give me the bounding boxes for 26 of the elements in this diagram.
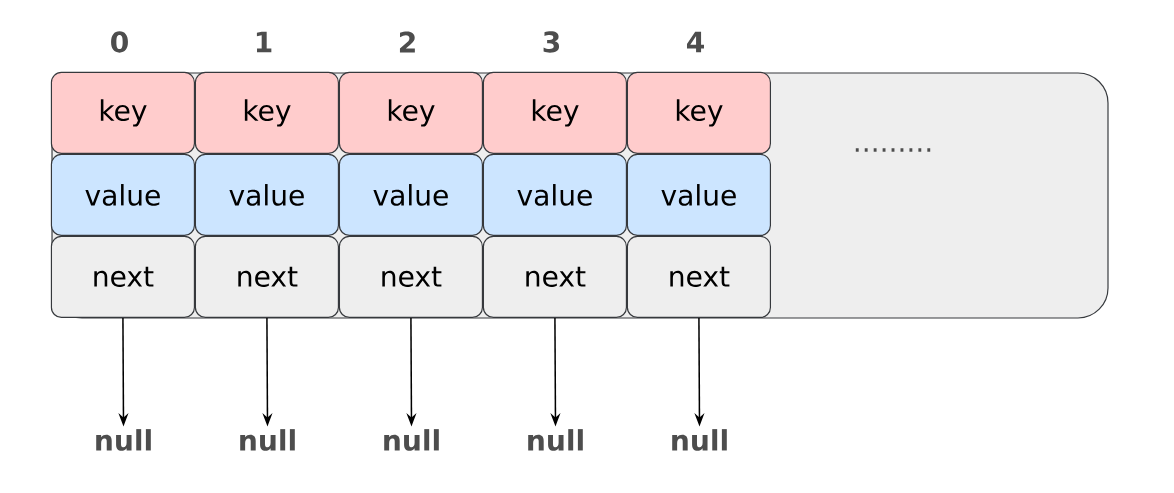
ellipsis-text: ......... <box>855 148 931 152</box>
next-cell: next <box>194 235 339 318</box>
key-cell: key <box>482 71 627 154</box>
key-cell: key <box>338 71 483 154</box>
null-text: null <box>528 429 583 451</box>
index-number: 4 <box>687 31 704 53</box>
index-number: 2 <box>399 31 415 53</box>
value-cell: value <box>338 153 483 236</box>
null-text: null <box>96 429 151 451</box>
value-cell: value <box>50 153 195 236</box>
null-text: null <box>672 429 727 451</box>
null-text: null <box>240 429 295 451</box>
index-number: 0 <box>111 31 128 53</box>
next-cell: next <box>482 235 627 318</box>
key-cell: key <box>50 71 195 154</box>
null-text: null <box>384 429 439 451</box>
value-cell: value <box>482 153 627 236</box>
next-cell: next <box>338 235 483 318</box>
next-cell: next <box>626 235 771 318</box>
index-number: 3 <box>543 31 560 53</box>
key-cell: key <box>194 71 339 154</box>
value-cell: value <box>626 153 771 236</box>
key-cell: key <box>626 71 771 154</box>
value-cell: value <box>194 153 339 236</box>
index-number: 1 <box>256 31 272 53</box>
next-cell: next <box>50 235 195 318</box>
